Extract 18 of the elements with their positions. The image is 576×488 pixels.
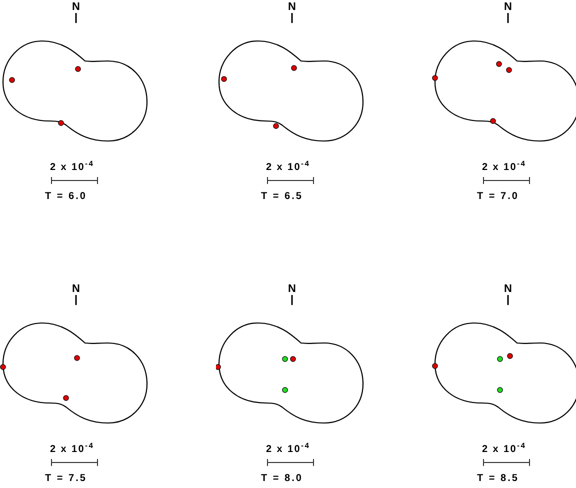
scale-label: 2 x 10$^{-4}$ <box>50 163 94 173</box>
time-label: T = 6.5 <box>261 192 303 202</box>
north-label: N <box>288 284 296 295</box>
north-label: N <box>72 284 80 295</box>
time-label: T = 7.0 <box>477 192 519 202</box>
time-label: T = 6.0 <box>45 192 87 202</box>
time-label: T = 8.0 <box>261 474 303 484</box>
scale-label: 2 x 10$^{-4}$ <box>482 445 526 455</box>
time-label: T = 8.5 <box>477 474 519 484</box>
scale-label: 2 x 10$^{-4}$ <box>266 163 310 173</box>
time-label: T = 7.5 <box>45 474 87 484</box>
scale-label: 2 x 10$^{-4}$ <box>50 445 94 455</box>
north-label: N <box>504 284 512 295</box>
scale-label: 2 x 10$^{-4}$ <box>266 445 310 455</box>
scale-label: 2 x 10$^{-4}$ <box>482 163 526 173</box>
north-label: N <box>288 2 296 13</box>
north-label: N <box>504 2 512 13</box>
north-label: N <box>72 2 80 13</box>
